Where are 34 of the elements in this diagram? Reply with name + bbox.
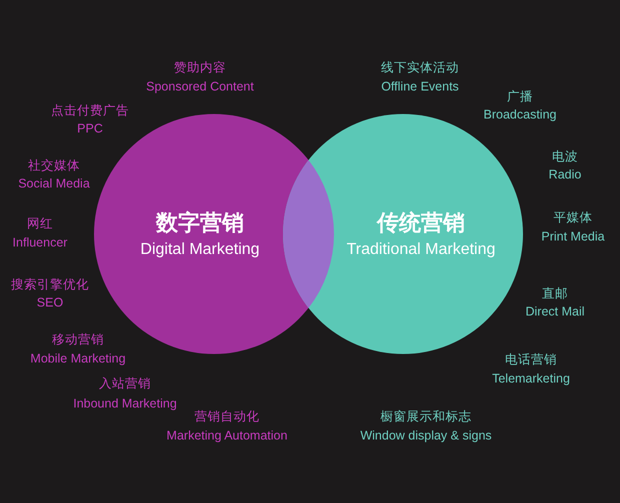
category-label: Offline Events	[381, 80, 459, 94]
category-label: Direct Mail	[525, 304, 585, 320]
category-label: 搜索引擎优化	[11, 278, 89, 292]
circle-subtitle: Traditional Marketing	[346, 240, 496, 260]
category-label: PPC	[77, 122, 103, 136]
category-label: 平媒体	[554, 210, 592, 226]
category-label: Inbound Marketing	[73, 396, 177, 412]
category-label: 点击付费广告	[51, 104, 129, 118]
category-label: 橱窗展示和标志	[380, 410, 472, 424]
category-label: 线下实体活动	[381, 60, 459, 76]
category-label: 赞助内容	[174, 60, 226, 76]
category-label: 入站营销	[99, 376, 151, 392]
category-label: Mobile Marketing	[30, 352, 126, 366]
category-label: 营销自动化	[194, 410, 260, 424]
circle-title: 数字营销	[156, 210, 244, 236]
category-label: 电话营销	[505, 352, 557, 368]
category-label: Radio	[548, 168, 582, 182]
category-label: Social Media	[18, 176, 90, 192]
category-label: Influencer	[12, 236, 68, 250]
category-label: 电波	[552, 150, 578, 164]
category-label: Telemarketing	[492, 372, 570, 386]
category-label: Sponsored Content	[146, 80, 254, 94]
category-label: Print Media	[541, 230, 605, 244]
category-label: 移动营销	[52, 332, 104, 348]
category-label: Broadcasting	[484, 108, 556, 122]
category-label: Window display & signs	[360, 428, 492, 444]
category-label: Marketing Automation	[166, 428, 288, 444]
circle-subtitle: Digital Marketing	[140, 240, 260, 260]
category-label: 直邮	[542, 286, 568, 302]
category-label: 网红	[27, 216, 53, 232]
category-label: 社交媒体	[28, 158, 80, 174]
circle-title: 传统营销	[377, 210, 465, 236]
category-label: SEO	[36, 296, 64, 310]
category-label: 广播	[507, 90, 533, 104]
